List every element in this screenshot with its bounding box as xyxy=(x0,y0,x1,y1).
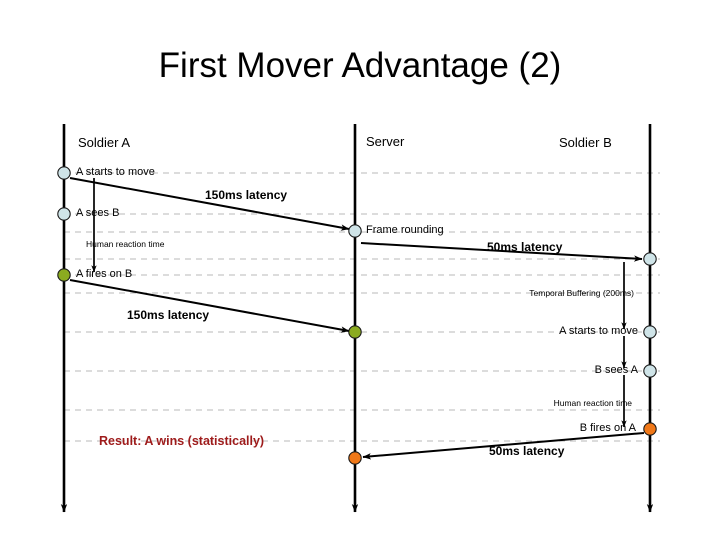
event-dot-group xyxy=(57,166,657,465)
actor-label-soldier-a: Soldier A xyxy=(78,135,131,150)
actor-label-server: Server xyxy=(366,134,405,149)
event-dot-b-fires-on-a xyxy=(643,422,657,436)
latency-label-server-to-b-update: 50ms latency xyxy=(487,240,563,254)
event-dot-a-starts-to-move xyxy=(57,166,71,180)
annotation-a-human-reaction: Human reaction time xyxy=(86,239,165,249)
annotation-b-human-reaction: Human reaction time xyxy=(553,398,632,408)
event-dot-a-sees-b xyxy=(57,207,71,221)
latency-label-a-move-to-server: 150ms latency xyxy=(205,188,288,202)
event-label-b-fires-on-a: B fires on A xyxy=(579,422,636,434)
latency-label-a-fire-to-server: 150ms latency xyxy=(127,308,210,322)
message-arrow-group xyxy=(69,177,645,460)
event-label-a-fires-on-b: A fires on B xyxy=(76,268,133,280)
event-dot-server-receives-shot xyxy=(348,325,362,339)
event-dot-b-a-starts-to-move xyxy=(643,325,657,339)
event-dot-server-b-fires xyxy=(348,451,362,465)
message-arrow-server-to-b-update xyxy=(360,242,643,262)
event-dot-frame-rounding xyxy=(348,224,362,238)
event-label-b-sees-a: B sees A xyxy=(594,364,638,376)
event-label-b-a-starts-to-move: A starts to move xyxy=(559,325,638,337)
latency-label-b-fire-to-server: 50ms latency xyxy=(489,444,565,458)
page-title: First Mover Advantage (2) xyxy=(158,46,562,85)
event-label-frame-rounding: Frame rounding xyxy=(366,224,444,236)
event-label-a-starts-to-move: A starts to move xyxy=(76,166,155,178)
actor-label-soldier-b: Soldier B xyxy=(559,135,612,150)
annotation-b-temporal-buffer: Temporal Buffering (200ms) xyxy=(529,288,634,298)
message-arrow-a-move-to-server xyxy=(69,177,350,231)
result-text: Result: A wins (statistically) xyxy=(99,434,265,448)
duration-arrow-group xyxy=(91,178,627,428)
event-dot-b-receives-update xyxy=(643,252,657,266)
message-arrow-b-fire-to-server xyxy=(362,432,645,460)
event-label-a-sees-b: A sees B xyxy=(76,207,120,219)
event-dot-a-fires-on-b xyxy=(57,268,71,282)
message-arrow-a-fire-to-server xyxy=(69,279,350,333)
event-dot-b-sees-a xyxy=(643,364,657,378)
lifeline-group xyxy=(60,124,654,513)
